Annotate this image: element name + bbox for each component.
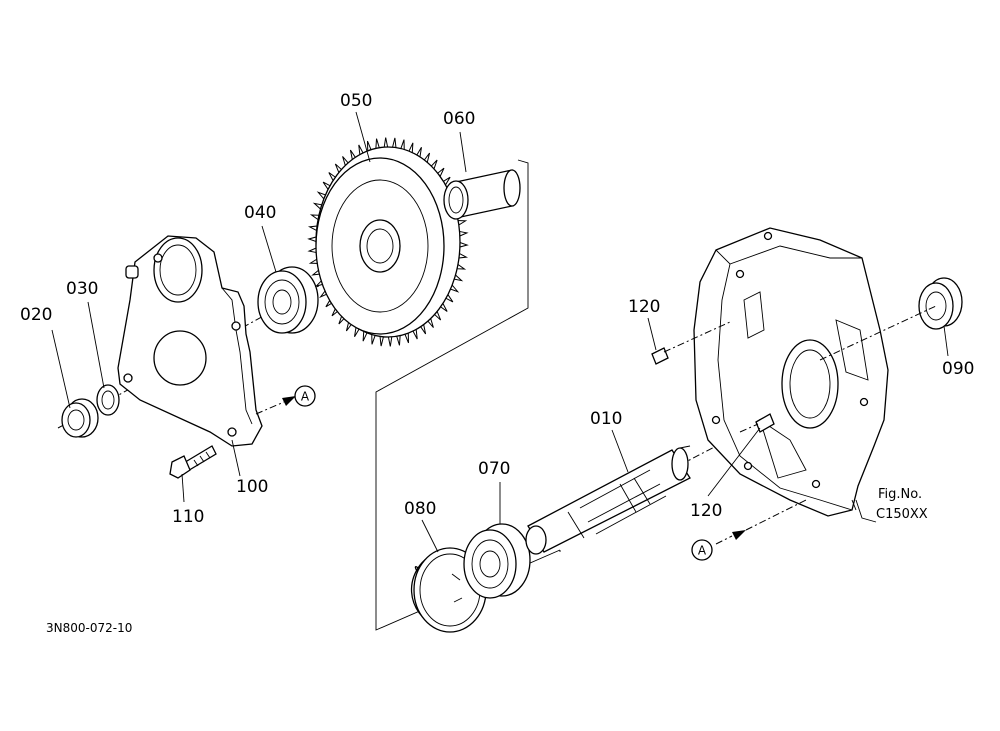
label-090: 090 (942, 359, 974, 379)
washer (96, 384, 120, 416)
label-100: 100 (236, 477, 268, 497)
label-020: 020 (20, 305, 52, 325)
figure-number-code: C150XX (876, 507, 928, 522)
ball-bearing-upper (257, 266, 319, 334)
label-070: 070 (478, 459, 510, 479)
drawing-number: 3N800-072-10 (46, 621, 132, 635)
oil-seal (61, 398, 99, 438)
right-axis-line (819, 305, 937, 361)
bushing (443, 169, 521, 220)
group-bracket (375, 159, 561, 631)
bolt (169, 445, 217, 479)
label-060: 060 (443, 109, 475, 129)
cover-plate (117, 235, 263, 447)
marker-a-right-circle (691, 539, 713, 561)
transmission-case (693, 227, 889, 517)
spur-gear (307, 137, 469, 347)
arrow-to-a-left (255, 396, 296, 415)
marker-a-right: A (698, 544, 707, 558)
label-120-lower: 120 (690, 501, 722, 521)
label-080: 080 (404, 499, 436, 519)
dowel-pin-lower (739, 413, 775, 433)
splined-shaft (525, 445, 691, 555)
leader-lines (51, 111, 949, 553)
oil-seal-right (918, 277, 963, 330)
label-040: 040 (244, 203, 276, 223)
ball-bearing-lower (463, 523, 531, 599)
label-050: 050 (340, 91, 372, 111)
label-120-upper: 120 (628, 297, 660, 317)
marker-a-left: A (301, 390, 310, 404)
label-110: 110 (172, 507, 204, 527)
arrow-to-a-right (715, 499, 807, 545)
label-010: 010 (590, 409, 622, 429)
dowel-pin-upper (651, 321, 731, 365)
figure-number-caption: Fig.No. (878, 487, 922, 502)
marker-a-left-circle (294, 385, 316, 407)
label-030: 030 (66, 279, 98, 299)
